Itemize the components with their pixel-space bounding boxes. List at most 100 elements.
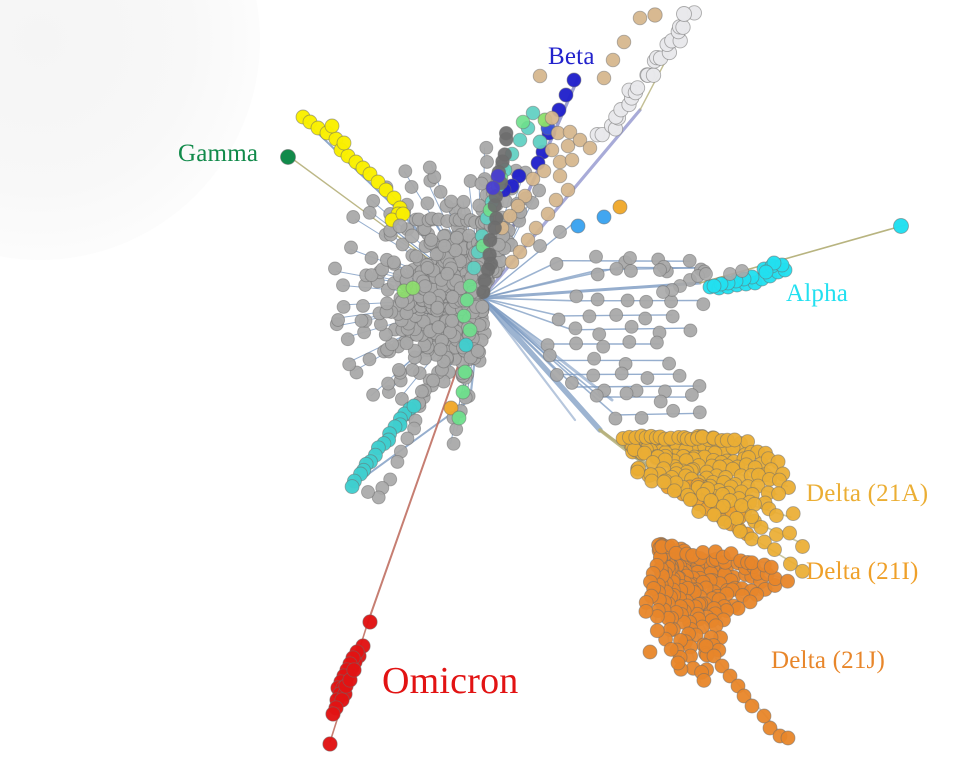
tree-tip-node[interactable] [470,344,485,358]
tree-tip-node[interactable] [336,278,350,293]
tree-tip-node[interactable] [587,351,602,366]
tree-tip-node[interactable] [663,641,679,657]
tree-tip-node[interactable] [634,410,649,425]
tree-tip-node[interactable] [422,291,437,306]
tree-tip-node[interactable] [404,228,420,244]
tree-tip-node[interactable] [354,313,369,328]
tree-tip-node[interactable] [592,327,607,342]
tree-tip-node[interactable] [684,387,699,402]
tree-tip-node[interactable] [622,334,637,349]
tree-tip-node[interactable] [560,138,576,154]
tree-tip-node[interactable] [479,140,494,155]
tree-tip-node[interactable] [446,436,461,451]
tree-tip-node[interactable] [619,386,634,401]
tree-tip-node[interactable] [499,132,514,147]
tree-tip-node[interactable] [485,180,501,196]
tree-tip-node[interactable] [445,290,460,305]
tree-tip-node[interactable] [608,411,623,426]
tree-tip-node[interactable] [399,336,414,351]
tree-tip-node[interactable] [437,239,452,253]
clade-label-delta-21j[interactable]: Delta (21J) [771,647,885,674]
tree-tip-node[interactable] [504,254,520,270]
tree-tip-node[interactable] [706,507,722,523]
tree-tip-node[interactable] [409,249,424,264]
tree-tip-node[interactable] [767,542,782,558]
tree-tip-node[interactable] [532,134,548,150]
tree-tip-node[interactable] [455,384,471,400]
tree-tip-node[interactable] [383,472,398,487]
tree-tip-node[interactable] [528,220,544,236]
tree-tip-node[interactable] [346,662,362,678]
tree-tip-node[interactable] [670,655,686,671]
tree-tip-node[interactable] [753,519,769,535]
tree-tip-node[interactable] [510,198,526,214]
tree-tip-node[interactable] [616,34,632,50]
tree-tip-node[interactable] [356,298,370,313]
tree-tip-node[interactable] [632,10,648,26]
tree-tip-node[interactable] [794,563,810,579]
tree-tip-node[interactable] [649,623,665,639]
tree-tip-node[interactable] [640,371,655,385]
tree-tip-node[interactable] [391,362,406,377]
tree-tip-node[interactable] [558,87,574,103]
tree-tip-node[interactable] [780,730,796,746]
tree-tip-node[interactable] [722,668,738,684]
tree-tip-node[interactable] [566,72,582,88]
tree-tip-node[interactable] [364,268,379,283]
tree-tip-node[interactable] [675,19,691,35]
tree-tip-node[interactable] [549,256,564,271]
tree-tip-node[interactable] [449,230,464,245]
tree-tip-node[interactable] [744,698,760,714]
clade-label-omicron[interactable]: Omicron [382,660,519,702]
tree-tip-node[interactable] [747,496,762,512]
tree-tip-node[interactable] [420,260,435,275]
tree-tip-node[interactable] [357,325,372,340]
tree-tip-node[interactable] [717,514,733,530]
tree-tip-node[interactable] [400,431,415,446]
tree-tip-node[interactable] [525,105,541,121]
tree-tip-node[interactable] [392,218,408,234]
tree-tip-node[interactable] [328,261,342,276]
tree-tip-node[interactable] [623,251,637,265]
tree-tip-node[interactable] [768,508,784,524]
tree-tip-node[interactable] [394,391,409,406]
tree-tip-node[interactable] [475,299,490,314]
tree-tip-node[interactable] [572,132,588,148]
tree-tip-node[interactable] [893,218,909,234]
tree-tip-node[interactable] [532,183,547,198]
tree-tip-node[interactable] [456,308,472,324]
tree-tip-node[interactable] [405,362,420,377]
tree-tip-node[interactable] [568,321,583,336]
tree-tip-node[interactable] [695,544,711,560]
tree-tip-node[interactable] [629,80,646,96]
tree-tip-node[interactable] [433,184,448,199]
tree-tip-node[interactable] [582,140,598,156]
tree-tip-node[interactable] [362,205,377,220]
tree-tip-node[interactable] [386,255,401,270]
tree-tip-node[interactable] [785,506,801,522]
tree-tip-node[interactable] [589,249,603,264]
tree-tip-node[interactable] [564,375,579,390]
tree-tip-node[interactable] [682,253,697,268]
tree-tip-node[interactable] [692,379,707,393]
tree-tip-node[interactable] [614,366,629,381]
tree-tip-node[interactable] [331,313,346,327]
tree-tip-node[interactable] [569,289,584,304]
tree-tip-node[interactable] [782,525,798,541]
tree-tip-node[interactable] [691,504,707,519]
tree-tip-node[interactable] [734,498,749,514]
tree-tip-node[interactable] [605,52,621,68]
tree-tip-node[interactable] [342,357,357,372]
tree-tip-node[interactable] [714,658,730,674]
tree-tip-node[interactable] [723,267,737,281]
tree-tip-node[interactable] [696,672,712,688]
clade-label-delta-21i[interactable]: Delta (21I) [806,558,919,585]
tree-tip-node[interactable] [544,142,560,158]
tree-tip-node[interactable] [735,264,749,278]
tree-tip-node[interactable] [666,483,682,499]
tree-tip-node[interactable] [551,312,566,327]
tree-tip-node[interactable] [623,263,638,278]
tree-tip-node[interactable] [431,320,446,335]
tree-tip-node[interactable] [564,152,580,168]
tree-tip-node[interactable] [480,154,494,169]
